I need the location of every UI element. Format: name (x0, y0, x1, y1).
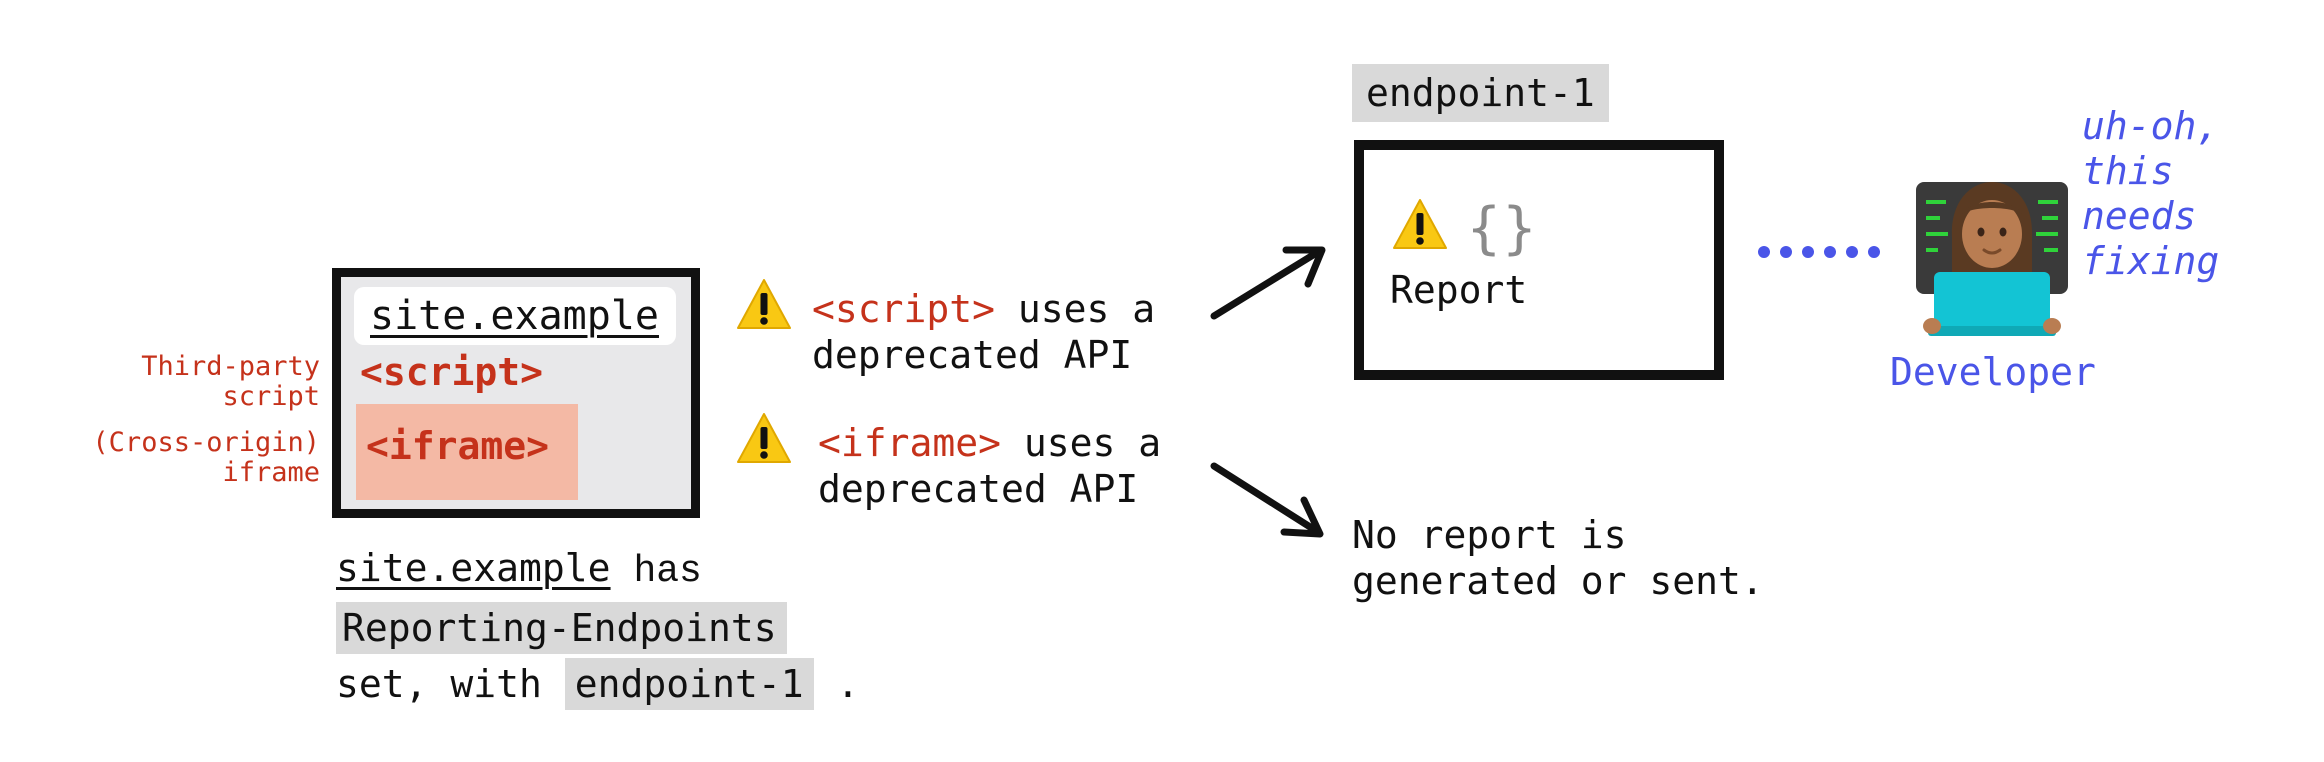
script-tag: <script> (360, 350, 544, 394)
speech-line2: this (2082, 149, 2174, 193)
cross-origin-label: (Cross-origin) iframe (40, 428, 320, 488)
iframe-warning-line2: deprecated API (818, 467, 1139, 511)
warning-icon (737, 413, 791, 463)
developer-label: Developer (1890, 350, 2096, 394)
report-label: Report (1390, 268, 1528, 312)
script-warning-line1: <script> uses a (812, 286, 1155, 332)
caption-header: Reporting-Endpoints (336, 602, 787, 654)
caption-set-with: set, with (336, 662, 542, 706)
speech-line4: fixing (2082, 239, 2220, 283)
script-warning-tag: <script> (812, 287, 996, 331)
caption-endpoint: endpoint-1 (564, 658, 814, 710)
arrow-icon (1210, 246, 1326, 538)
caption-site: site.example (336, 546, 611, 590)
third-party-label-line2: script (222, 381, 320, 412)
caption-line1: site.example has (336, 540, 859, 600)
site-url: site.example (370, 293, 659, 339)
speech-line3: needs (2082, 194, 2197, 238)
caption-line2: Reporting-Endpoints (336, 600, 859, 656)
braces-icon: {} (1466, 196, 1538, 261)
endpoint-label: endpoint-1 (1352, 64, 1609, 122)
iframe-tag: <iframe> (366, 424, 550, 468)
no-report-line2: generated or sent. (1352, 559, 1764, 603)
report-box (1354, 140, 1724, 380)
site-caption: site.example has Reporting-Endpoints set… (336, 540, 859, 712)
third-party-label-line1: Third-party (141, 351, 320, 382)
script-warning-text: uses a (1017, 287, 1156, 331)
cross-origin-label-line2: iframe (222, 457, 320, 488)
iframe-warning-tag: <iframe> (818, 421, 1002, 465)
no-report-text: No report is generated or sent. (1352, 512, 1764, 604)
developer-emoji-icon (1916, 182, 2068, 336)
script-warning-line2: deprecated API (812, 333, 1133, 377)
speech-line1: uh-oh, (2082, 104, 2220, 148)
iframe-warning-text: uses a (1023, 421, 1162, 465)
url-bar (354, 287, 676, 345)
iframe-warning-line1: <iframe> uses a (818, 420, 1161, 466)
no-report-line1: No report is (1352, 513, 1627, 557)
caption-line3: set, with endpoint-1 . (336, 656, 859, 712)
warning-icon (737, 279, 791, 329)
iframe-warning: <iframe> uses a deprecated API (818, 420, 1161, 512)
third-party-label: Third-party script (60, 352, 320, 412)
caption-period: . (836, 662, 860, 706)
caption-has: has (633, 550, 702, 593)
warning-icon (1393, 199, 1447, 249)
cross-origin-label-line1: (Cross-origin) (92, 427, 320, 458)
script-warning: <script> uses a deprecated API (812, 286, 1155, 378)
iframe-block (356, 404, 578, 500)
dotted-connector (1758, 246, 1880, 258)
developer-speech: uh-oh, this needs fixing (2082, 104, 2219, 284)
